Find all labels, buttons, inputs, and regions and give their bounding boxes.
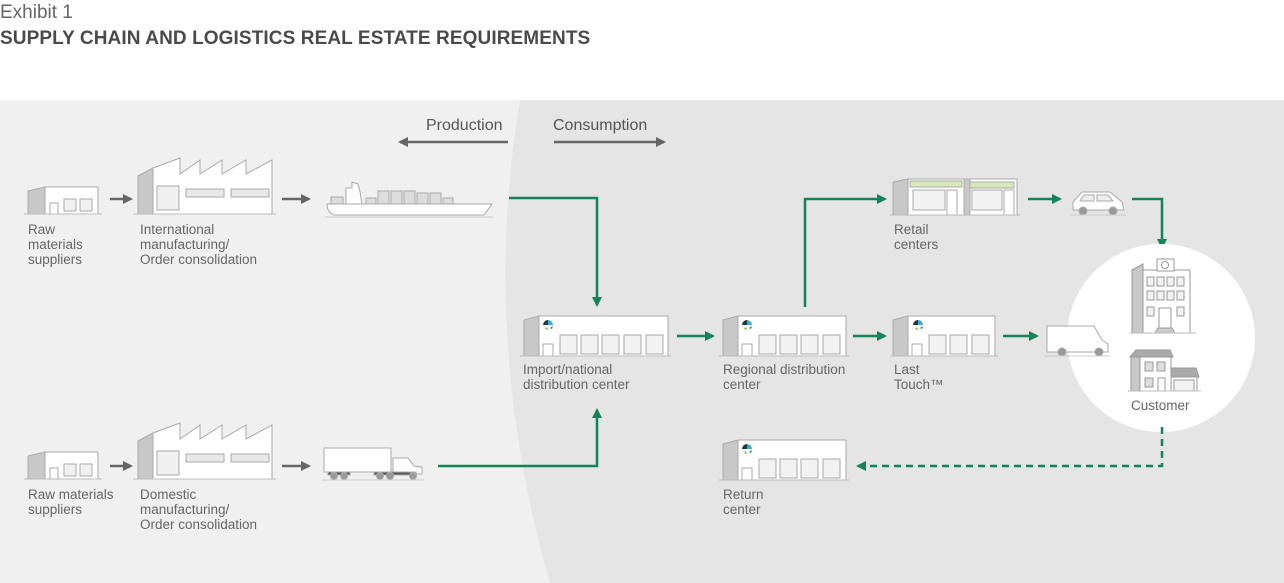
node-label-import-dc: Import/national distribution center — [523, 362, 630, 392]
supply-chain-diagram — [0, 100, 1284, 583]
flow-truck-to-import-dc — [438, 408, 602, 468]
node-label-customer: Customer — [1131, 398, 1190, 413]
node-label-retail: Retail centers — [894, 222, 939, 252]
consumption-label: Consumption — [553, 117, 648, 134]
cargo-ship-icon — [325, 181, 493, 218]
regional-dc-building-icon — [719, 315, 849, 357]
dc-logo-icon — [543, 320, 553, 330]
flow-ship-to-import-dc — [509, 196, 602, 307]
house-icon — [1128, 349, 1201, 392]
raw-materials-building-icon — [24, 186, 102, 215]
raw-materials-domestic-building-icon — [24, 451, 102, 480]
flow-car-to-customer — [1132, 197, 1167, 249]
retail-storefront-icon — [890, 178, 1020, 216]
node-label-return-center: Return center — [723, 487, 764, 517]
node-label-mfg-dom: Domestic manufacturing/ Order consolidat… — [140, 487, 258, 532]
exhibit-label: Exhibit 1 — [0, 2, 73, 23]
international-factory-icon — [133, 157, 276, 215]
node-label-regional-dc: Regional distribution center — [723, 362, 846, 392]
node-label-raw-intl: Raw materials suppliers — [28, 222, 83, 267]
import-dc-building-icon — [520, 315, 671, 357]
apartment-building-icon — [1130, 258, 1196, 334]
delivery-van-icon — [1045, 325, 1110, 357]
dc-logo-icon — [742, 444, 752, 454]
flow-customer-to-return — [856, 427, 1164, 471]
node-label-mfg-intl: International manufacturing/ Order conso… — [140, 222, 258, 267]
production-label: Production — [426, 117, 503, 134]
dc-logo-icon — [742, 320, 752, 330]
domestic-factory-icon — [133, 422, 276, 480]
node-label-raw-dom: Raw materials suppliers — [28, 487, 114, 517]
semi-truck-icon — [322, 447, 424, 481]
car-icon — [1070, 191, 1126, 216]
last-touch-building-icon — [890, 315, 998, 357]
node-label-last-touch: Last Touch™ — [894, 362, 944, 392]
return-center-building-icon — [719, 439, 849, 481]
customer-zone-circle — [1067, 244, 1255, 432]
flow-regional-to-retail — [803, 194, 887, 307]
dc-logo-icon — [913, 320, 923, 330]
page-title: SUPPLY CHAIN AND LOGISTICS REAL ESTATE R… — [0, 28, 591, 49]
